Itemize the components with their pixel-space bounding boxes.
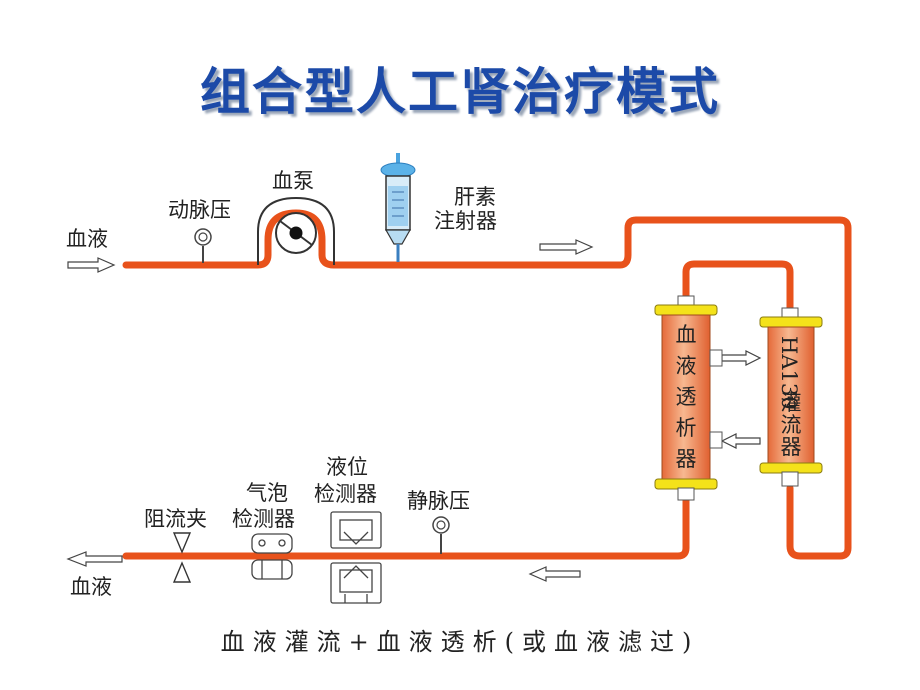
perfusion-cartridge bbox=[759, 307, 823, 487]
bubble-detector-label-line1: 气泡 bbox=[246, 481, 288, 505]
clamp-label: 阻流夹 bbox=[144, 507, 207, 531]
arterial-pressure-label: 动脉压 bbox=[168, 198, 231, 222]
heparin-syringe-icon bbox=[380, 153, 416, 262]
blood-out-label: 血液 bbox=[70, 575, 112, 599]
venous-pressure-gauge-icon bbox=[432, 516, 450, 554]
dialyzer-label-char: 液 bbox=[676, 354, 697, 378]
venous-pressure-label: 静脉压 bbox=[407, 489, 470, 513]
blood-pump-icon bbox=[257, 196, 335, 265]
blood-pump-label: 血泵 bbox=[272, 169, 314, 193]
perfusion-model-label: HA130 bbox=[777, 336, 801, 410]
level-detector-label-line1: 液位 bbox=[326, 455, 368, 479]
perfusion-label-char: 灌 bbox=[781, 391, 802, 415]
dialyzer-label-char: 析 bbox=[676, 416, 697, 440]
dialyzer-label-char: 血 bbox=[676, 323, 697, 347]
heparin-label-line2: 注射器 bbox=[434, 209, 497, 233]
bubble-detector-label-line2: 检测器 bbox=[232, 507, 295, 531]
heparin-label-line1: 肝素 bbox=[454, 185, 496, 209]
blood-tubing bbox=[122, 209, 852, 560]
flow-arrow-icon bbox=[66, 551, 123, 567]
arterial-pressure-gauge-icon bbox=[194, 228, 212, 263]
clamp-icon bbox=[172, 532, 192, 583]
bubble-detector-icon bbox=[251, 533, 293, 580]
flow-arrow-icon bbox=[721, 350, 762, 366]
perfusion-label-char: 流 bbox=[781, 413, 802, 437]
perfusion-label: 灌流器 bbox=[781, 391, 802, 459]
page-title: 组合型人工肾治疗模式 bbox=[200, 63, 720, 121]
perfusion-label-char: 器 bbox=[781, 435, 802, 459]
caption: 血液灌流+血液透析(或血液滤过) bbox=[220, 628, 700, 656]
dialyzer bbox=[654, 295, 723, 501]
flow-arrow-icon bbox=[67, 257, 116, 273]
dialyzer-label-char: 透 bbox=[676, 385, 697, 409]
level-detector-icon bbox=[330, 511, 382, 604]
dialyzer-label-char: 器 bbox=[676, 447, 697, 471]
flow-arrow-icon bbox=[539, 239, 594, 255]
flow-arrow-icon bbox=[720, 433, 761, 449]
flow-arrow-icon bbox=[528, 566, 581, 582]
level-detector-label-line2: 检测器 bbox=[314, 482, 377, 506]
blood-in-label: 血液 bbox=[66, 227, 108, 251]
